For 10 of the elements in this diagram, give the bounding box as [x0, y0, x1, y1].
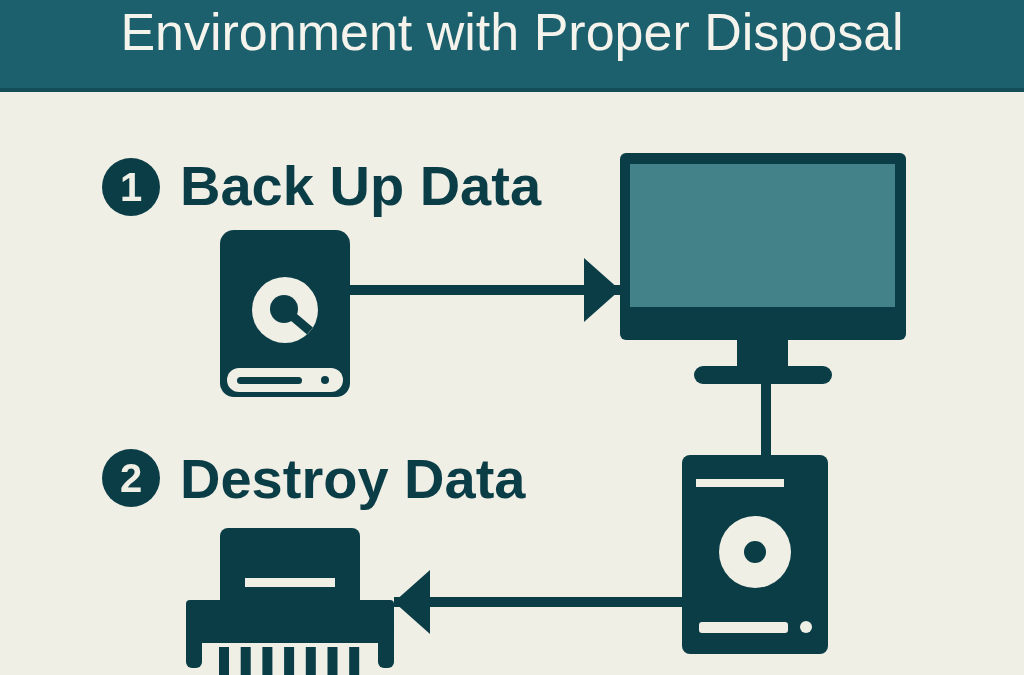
hard-drive-drawing — [220, 230, 350, 397]
connector-line — [761, 384, 771, 455]
shredder-drawing — [186, 528, 394, 675]
step-number: 1 — [102, 158, 160, 216]
title: Environment with Proper Disposal — [120, 2, 904, 62]
monitor-drawing — [620, 153, 906, 384]
step-number: 2 — [102, 449, 160, 507]
arrow — [394, 570, 682, 634]
arrow — [350, 258, 620, 322]
computer-tower-drawing — [682, 455, 828, 654]
